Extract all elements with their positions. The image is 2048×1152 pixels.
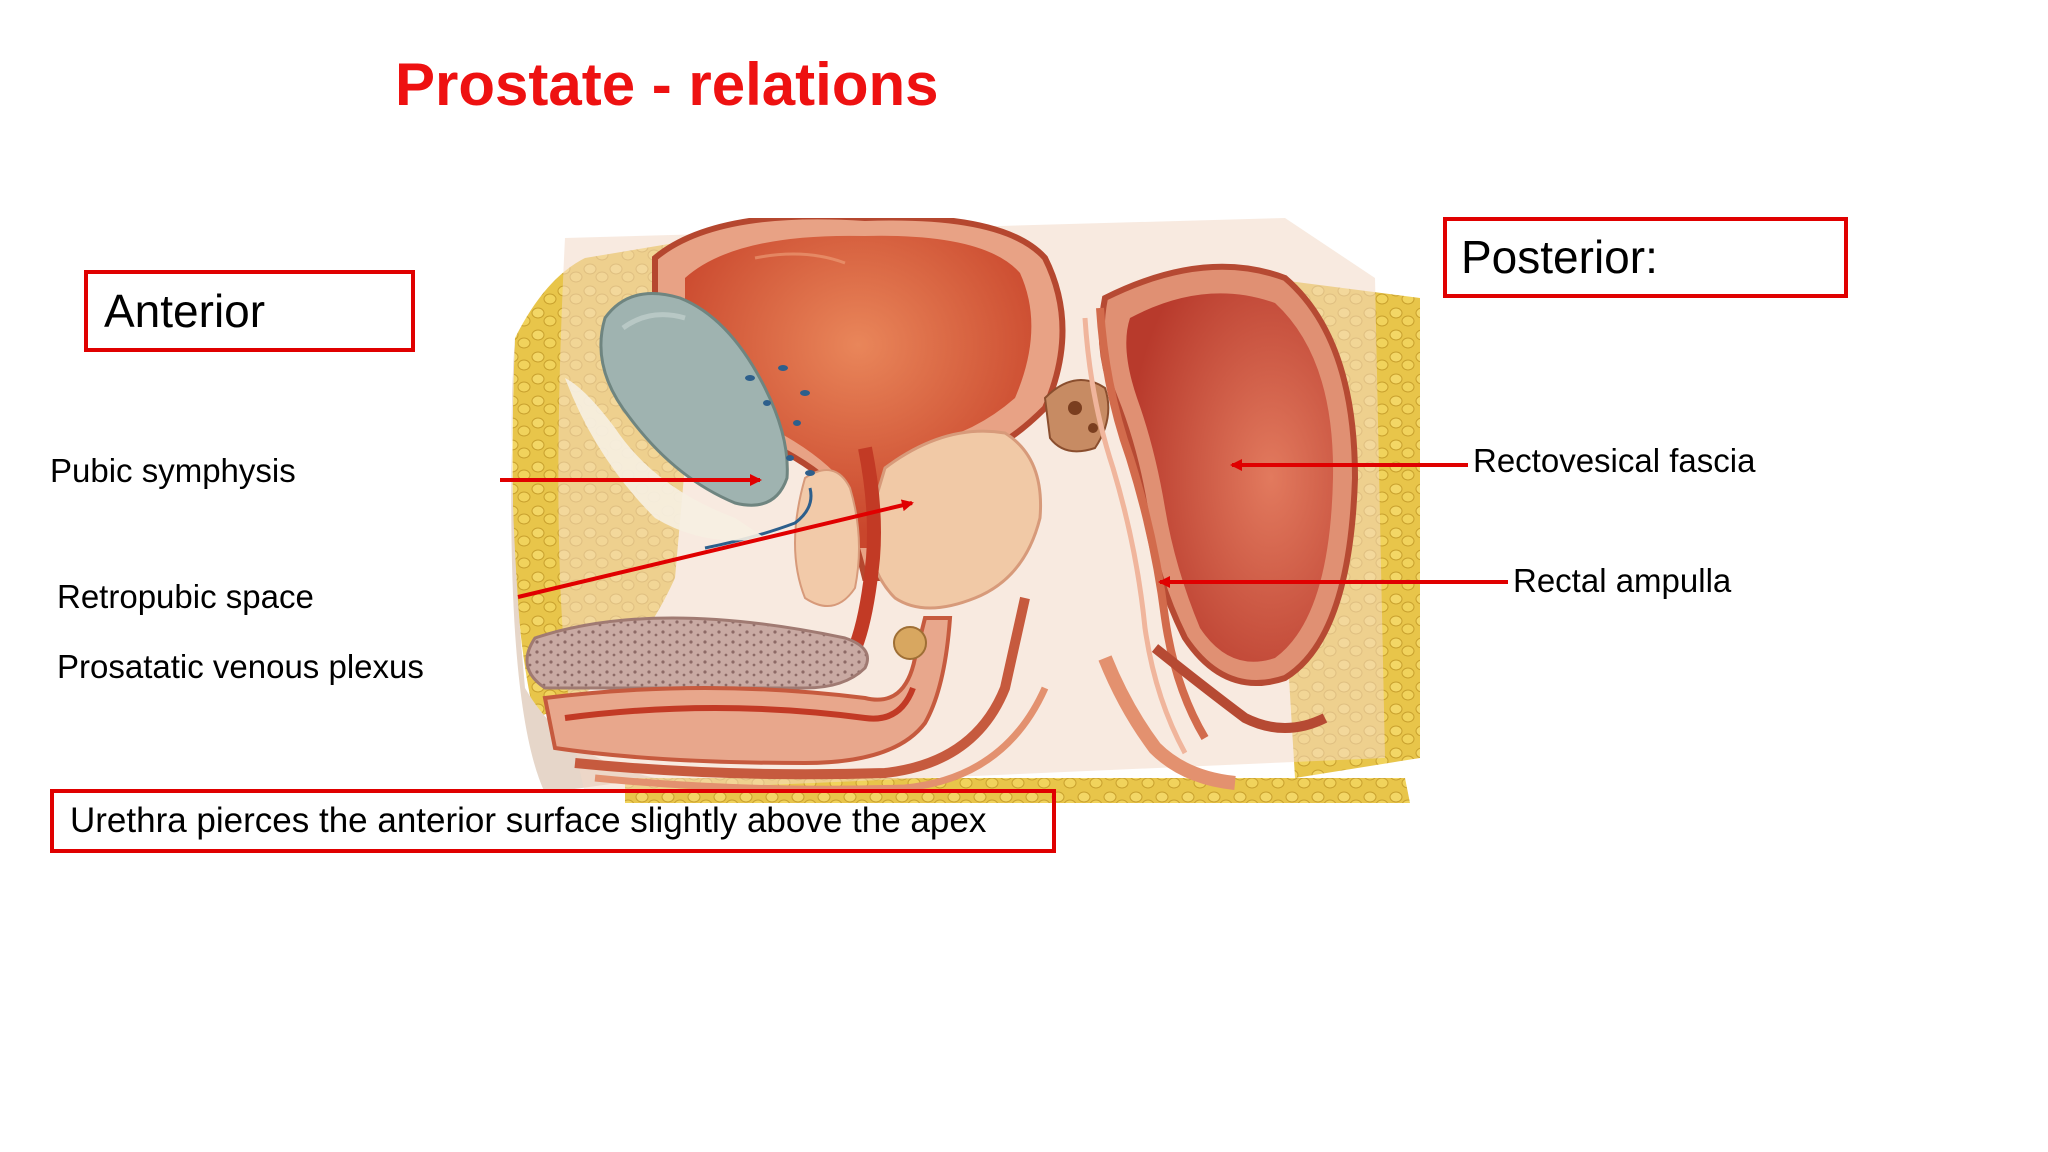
urethra-note-text: Urethra pierces the anterior surface sli… (70, 801, 987, 840)
rectovesical-fascia-label: Rectovesical fascia (1473, 442, 1756, 479)
retropubic-space-label: Retropubic space (57, 578, 314, 615)
pelvis-sagittal-illustration (511, 218, 1420, 803)
anterior-label: Anterior (104, 285, 266, 337)
venous-plexus-label: Prosatatic venous plexus (57, 648, 424, 685)
pubic-symphysis-label: Pubic symphysis (50, 452, 296, 489)
slide-title: Prostate - relations (395, 51, 939, 118)
urethra-note-box: Urethra pierces the anterior surface sli… (50, 789, 1056, 853)
rectal-ampulla-label: Rectal ampulla (1513, 562, 1732, 599)
posterior-box: Posterior: (1443, 217, 1848, 298)
posterior-label: Posterior: (1461, 231, 1658, 283)
anterior-box: Anterior (84, 270, 415, 352)
